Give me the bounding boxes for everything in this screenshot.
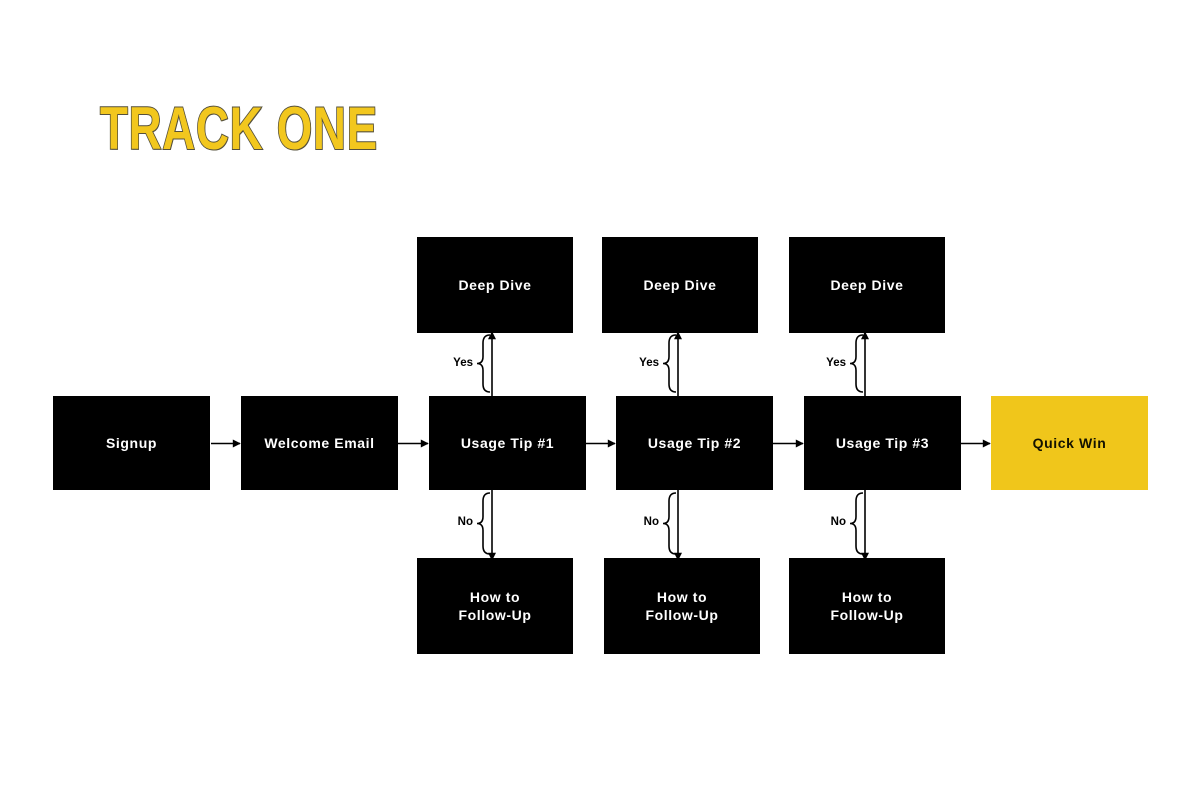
node-deep-dive-2: Deep Dive: [602, 237, 758, 333]
brace-yes-3: [849, 334, 864, 393]
brace-no-1: [476, 492, 491, 555]
brace-no-2: [662, 492, 677, 555]
page-title: TRACK ONE: [99, 95, 378, 162]
edge-label-no-3: No: [830, 516, 846, 528]
edge-label-no-1: No: [457, 516, 473, 528]
edge-label-no-2: No: [643, 516, 659, 528]
brace-no-3: [849, 492, 864, 555]
node-follow-up-3: How to Follow-Up: [789, 558, 945, 654]
edge-label-yes-1: Yes: [453, 357, 473, 369]
node-usage-tip-2: Usage Tip #2: [616, 396, 773, 490]
node-follow-up-2: How to Follow-Up: [604, 558, 760, 654]
edge-label-yes-2: Yes: [639, 357, 659, 369]
brace-yes-2: [662, 334, 677, 393]
node-deep-dive-3: Deep Dive: [789, 237, 945, 333]
node-welcome-email: Welcome Email: [241, 396, 398, 490]
node-usage-tip-1: Usage Tip #1: [429, 396, 586, 490]
node-usage-tip-3: Usage Tip #3: [804, 396, 961, 490]
node-deep-dive-1: Deep Dive: [417, 237, 573, 333]
node-signup: Signup: [53, 396, 210, 490]
node-quick-win: Quick Win: [991, 396, 1148, 490]
edge-label-yes-3: Yes: [826, 357, 846, 369]
node-follow-up-1: How to Follow-Up: [417, 558, 573, 654]
brace-yes-1: [476, 334, 491, 393]
